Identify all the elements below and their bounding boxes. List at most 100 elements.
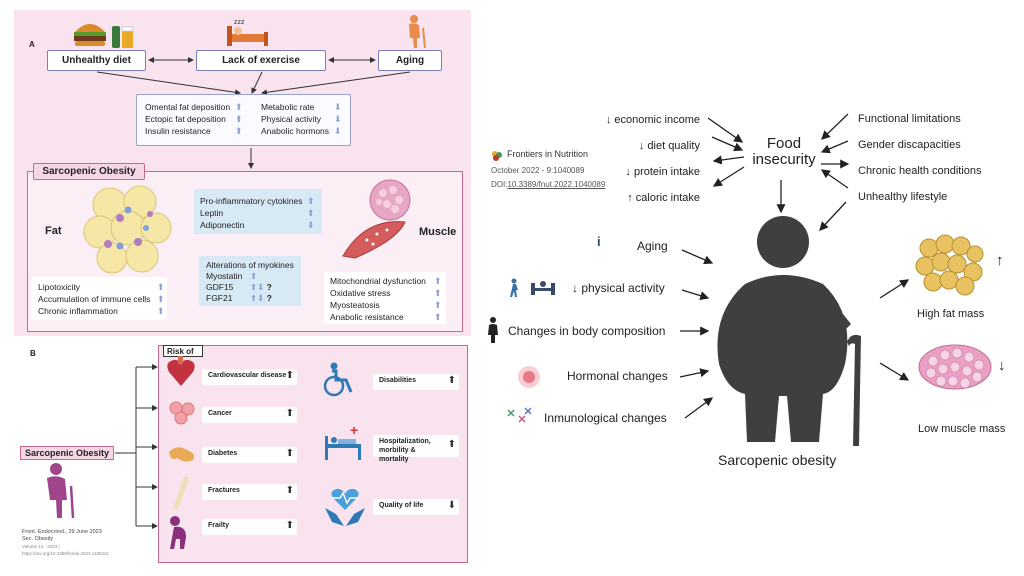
pancreas-icon [167,444,197,471]
myokine-item: Myostatin [206,271,243,281]
right-citation-journal: Frontiers in Nutrition [507,149,589,159]
factor-physical-activity: ↓ physical activity [572,281,665,295]
citation-line: https://doi.org/10.3389/fendo.2023.11852… [22,551,109,556]
arrow-up-icon: ⬆ [434,276,442,286]
factor-functional-limitations: Functional limitations [858,113,961,125]
arrow-up-icon: ⬆ [307,196,315,206]
effects-left-arrows: ⬆ ⬆ ⬆ [235,101,243,137]
myokines-list: Myostatin GDF15 FGF21 [206,271,242,304]
arrow-updown-icon: ⬆⬇ ? [250,282,272,292]
risk-label: Diabetes [208,450,238,457]
arrow-up-icon: ⬆ [250,271,258,281]
myokines-title: Alterations of myokines [206,260,294,270]
myokine-item: GDF15 [206,282,234,292]
effects-right-list: Metabolic rate Physical activity Anaboli… [261,101,329,137]
cytokine-item: Pro-inflammatory cytokines [200,196,303,206]
risk-label: Quality of life [379,502,424,509]
arrow-up-icon: ⬆ [285,370,294,381]
burger-icon [72,20,108,53]
body-icon [487,317,499,348]
wheelchair-icon [320,362,358,403]
factor-protein-intake: ↓ protein intake [625,166,700,178]
muscle-effect-item: Anabolic resistance [330,312,404,322]
risk-quality-of-life: Quality of life ⬇ [373,499,459,515]
elderly-person-icon [404,14,428,55]
myokine-item: FGF21 [206,293,233,303]
bed-icon: zzz [224,16,270,53]
arrow-up-icon: ⬆ [157,294,165,304]
muscle-effect-item: Mitochondrial dysfunction [330,276,426,286]
muscle-effect-item: Myosteatosis [330,300,380,310]
sarcopenic-obesity-caption: Sarcopenic obesity [718,452,837,468]
panel-b-tree [115,364,158,529]
fat-effects-arrows: ⬆ ⬆ ⬆ [157,281,165,317]
myokine-arrows: ⬆ ⬆⬇ ? ⬆⬇ ? [250,271,272,304]
arrow-up-icon: ⬆ [447,439,456,450]
fat-effect-item: Accumulation of immune cells [38,294,151,304]
risk-cardiovascular: Cardiovascular disease ⬆ [202,369,297,385]
arrow-down-icon: ⬇ [334,114,342,124]
fat-label: Fat [45,225,62,237]
risk-diabetes: Diabetes ⬆ [202,447,297,463]
metabolic-effects-box [136,94,351,146]
effects-right-arrows: ⬇ ⬇ ⬇ [334,101,342,137]
arrow-down-icon: ⬇ [447,500,456,511]
arrow-up-icon: ⬆ [307,208,315,218]
effect-item: Insulin resistance [145,126,211,136]
arrow-up-icon: ⬆ [285,485,294,496]
fat-effect-item: Chronic inflammation [38,306,118,316]
panel-b-label: B [30,349,36,358]
elderly-person-icon [42,462,78,525]
left-factors: ↓ economic income ↓ diet quality ↓ prote… [600,107,700,211]
muscle-cells-icon [917,343,993,396]
dumbbell-icon [530,279,556,304]
risk-fractures: Fractures ⬆ [202,484,297,500]
arrow-up-icon: ⬆ [285,448,294,459]
factor-diet-quality: ↓ diet quality [638,140,700,152]
heart-hands-icon [322,484,368,535]
food-insecurity-label: Food insecurity [752,135,816,168]
fat-effects-box [31,277,167,320]
right-citation-date: October 2022 - 9:1040089 [491,166,585,175]
cytokine-arrows: ⬆ ⬆ ⬇ [307,195,315,231]
factor-hormonal-changes: Hormonal changes [567,369,668,383]
arrow-up-icon: ⬆ [285,520,294,531]
arrow-up-icon: ⬆ [434,300,442,310]
beer-icon [110,20,136,55]
risk-hospitalization: Hospitalization, morbility & mortality ⬆ [373,435,459,463]
muscle-effects-box [324,272,446,324]
arrow-up-icon: ⬆ [434,288,442,298]
factor-chronic-health: Chronic health conditions [858,165,982,177]
low-muscle-arrow: ↓ [998,357,1006,374]
risk-disabilities: Disabilities ⬆ [373,374,459,390]
effect-item: Anabolic hormons [261,126,330,136]
risk-label: Frailty [208,522,230,529]
panel-a-label: A [29,40,35,49]
doi-link[interactable]: 10.3389/fnut.2022.1040089 [507,180,606,189]
factor-gender-discapacities: Gender discapacities [858,139,961,151]
immune-icon [505,406,533,431]
arrow-up-icon: ⬆ [434,312,442,322]
myokines-box [199,256,301,306]
citation-line: Front. Endocrinol., 29 June 2023 [22,529,102,535]
hospital-bed-icon: + [322,422,368,469]
walking-icon [506,278,522,303]
cause-unhealthy-diet: Unhealthy diet [47,50,146,71]
arrow-down-icon: ⬇ [307,220,315,230]
arrow-down-icon: ⬇ [334,102,342,112]
high-fat-label: High fat mass [917,308,985,320]
risk-label: Cardiovascular disease [208,372,287,379]
effect-item: Metabolic rate [261,102,315,112]
cytokine-item: Leptin [200,208,224,218]
cytokines-box [194,189,322,234]
hormone-icon [516,364,542,395]
risk-cancer: Cancer ⬆ [202,407,297,423]
factor-unhealthy-lifestyle: Unhealthy lifestyle [858,191,948,203]
factor-body-composition: Changes in body composition [508,324,666,338]
right-factors: Functional limitations Gender discapacit… [858,106,982,210]
arrow-up-icon: ⬆ [157,282,165,292]
cytokine-item: Adiponectin [200,220,245,230]
heart-icon [166,356,196,393]
muscle-effects-arrows: ⬆ ⬆ ⬆ ⬆ [434,275,442,323]
cancer-cells-icon [167,400,197,431]
